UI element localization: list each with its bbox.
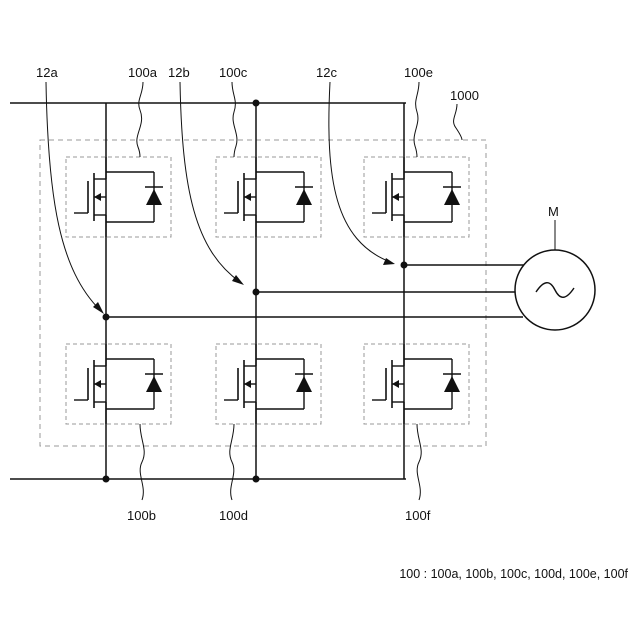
junction-dot bbox=[103, 314, 110, 321]
label-12c: 12c bbox=[316, 65, 337, 80]
leader-100d bbox=[230, 424, 234, 500]
junction-dot bbox=[253, 100, 260, 107]
label-100a: 100a bbox=[128, 65, 158, 80]
label-motor: M bbox=[548, 204, 559, 219]
leader-100a bbox=[137, 82, 143, 157]
switch-100d bbox=[216, 344, 321, 424]
junction-dot bbox=[253, 476, 260, 483]
legend-text: 100 : 100a, 100b, 100c, 100d, 100e, 100f bbox=[399, 567, 628, 581]
label-100c: 100c bbox=[219, 65, 248, 80]
leader-12b bbox=[180, 82, 240, 282]
switch-100f bbox=[364, 344, 469, 424]
label-100f: 100f bbox=[405, 508, 431, 523]
switch-100b bbox=[66, 344, 171, 424]
switch-100c bbox=[216, 157, 321, 237]
leader-100c bbox=[232, 82, 237, 157]
arrowhead-12b bbox=[232, 275, 244, 285]
label-1000: 1000 bbox=[450, 88, 479, 103]
switch-100a bbox=[66, 157, 171, 237]
arrowhead-12c bbox=[383, 258, 395, 265]
label-100b: 100b bbox=[127, 508, 156, 523]
switch-100e bbox=[364, 157, 469, 237]
label-100d: 100d bbox=[219, 508, 248, 523]
leader-12c bbox=[329, 82, 390, 262]
leader-1000 bbox=[454, 104, 462, 140]
leader-12a bbox=[46, 82, 100, 310]
leader-100e bbox=[414, 82, 419, 157]
module-boundary bbox=[40, 140, 486, 446]
label-12b: 12b bbox=[168, 65, 190, 80]
junction-dot bbox=[253, 289, 260, 296]
label-12a: 12a bbox=[36, 65, 58, 80]
junction-dot bbox=[103, 476, 110, 483]
label-100e: 100e bbox=[404, 65, 433, 80]
leader-100f bbox=[417, 424, 421, 500]
junction-dot bbox=[401, 262, 408, 269]
leader-100b bbox=[140, 424, 144, 500]
